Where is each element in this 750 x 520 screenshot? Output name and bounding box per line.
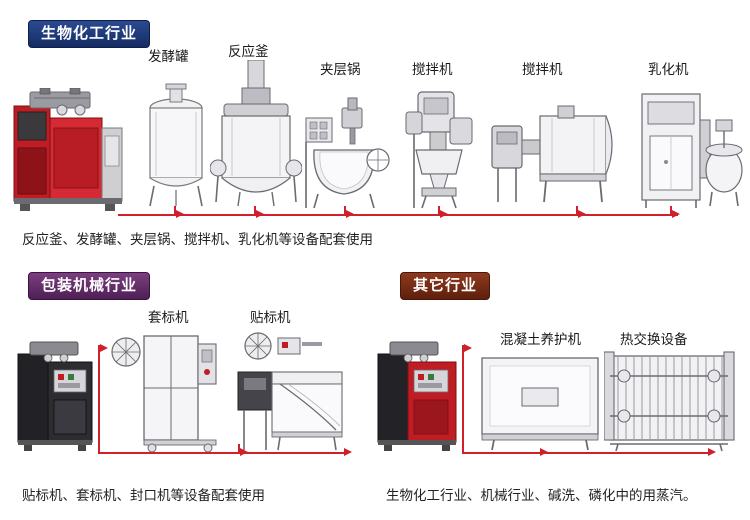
steam-boiler-icon-3 — [374, 340, 462, 452]
arrow-head-3b — [540, 448, 548, 456]
arrow-head-3c — [708, 448, 716, 456]
section-badge-others: 其它行业 — [400, 272, 491, 300]
arrow-riser-mixer — [438, 206, 440, 215]
arrow-riser-sleeve — [98, 345, 100, 453]
reaction-kettle-icon — [210, 60, 302, 210]
machine-label-emulsifier: 乳化机 — [648, 62, 689, 78]
steam-boiler-icon-2 — [14, 340, 98, 452]
steam-boiler-icon — [10, 88, 130, 213]
arrow-head-1a — [176, 210, 184, 218]
heat-exchanger-icon — [604, 350, 736, 452]
machine-label-concrete-curing: 混凝土养护机 — [500, 332, 581, 348]
arrow-head-1b — [256, 210, 264, 218]
arrow-head-2a — [100, 344, 108, 352]
machine-label-mixer: 搅拌机 — [412, 62, 453, 78]
machine-label-sleeve-labeling: 套标机 — [148, 310, 189, 326]
concrete-curing-machine-icon — [478, 352, 604, 452]
arrow-riser-curing — [462, 345, 464, 453]
fermentation-tank-icon — [140, 82, 212, 210]
arrow-bus-bio-chem — [118, 214, 678, 216]
section-badge-bio-chem: 生物化工行业 — [28, 20, 151, 48]
machine-label-labeling: 贴标机 — [250, 310, 291, 326]
machine-label-horizontal-mixer: 搅拌机 — [522, 62, 563, 78]
jacketed-pot-icon — [296, 90, 392, 210]
arrow-riser-label — [238, 444, 240, 453]
machine-label-jacketed-pot: 夹层锅 — [320, 62, 361, 78]
arrow-head-1d — [440, 210, 448, 218]
arrow-head-3a — [464, 344, 472, 352]
arrow-head-1f — [672, 210, 680, 218]
arrow-head-2c — [344, 448, 352, 456]
arrow-riser-kettle — [254, 206, 256, 215]
machine-label-heat-exchanger: 热交换设备 — [620, 332, 688, 348]
machine-label-fermentation-tank: 发酵罐 — [148, 49, 189, 65]
mixer-icon — [400, 88, 480, 210]
arrow-riser-fermentation — [174, 206, 176, 215]
section-caption-packaging: 贴标机、套标机、封口机等设备配套使用 — [22, 488, 265, 504]
section-badge-packaging: 包装机械行业 — [28, 272, 151, 300]
arrow-riser-hmixer — [576, 206, 578, 215]
section-caption-others: 生物化工行业、机械行业、碱洗、磷化中的用蒸汽。 — [386, 488, 697, 504]
arrow-riser-emulsifier — [670, 206, 672, 215]
arrow-head-1e — [578, 210, 586, 218]
labeling-machine-icon — [228, 328, 348, 453]
arrow-bus-others — [462, 452, 712, 454]
machine-label-reaction-kettle: 反应釜 — [228, 44, 269, 60]
section-caption-bio-chem: 反应釜、发酵罐、夹层锅、搅拌机、乳化机等设备配套使用 — [22, 232, 373, 248]
sleeve-labeling-machine-icon — [110, 330, 220, 452]
arrow-bus-packaging — [98, 452, 348, 454]
arrow-head-2b — [240, 448, 248, 456]
arrow-riser-pot — [344, 206, 346, 215]
emulsifier-icon — [636, 90, 744, 210]
horizontal-mixer-icon — [490, 98, 620, 208]
arrow-head-1c — [346, 210, 354, 218]
